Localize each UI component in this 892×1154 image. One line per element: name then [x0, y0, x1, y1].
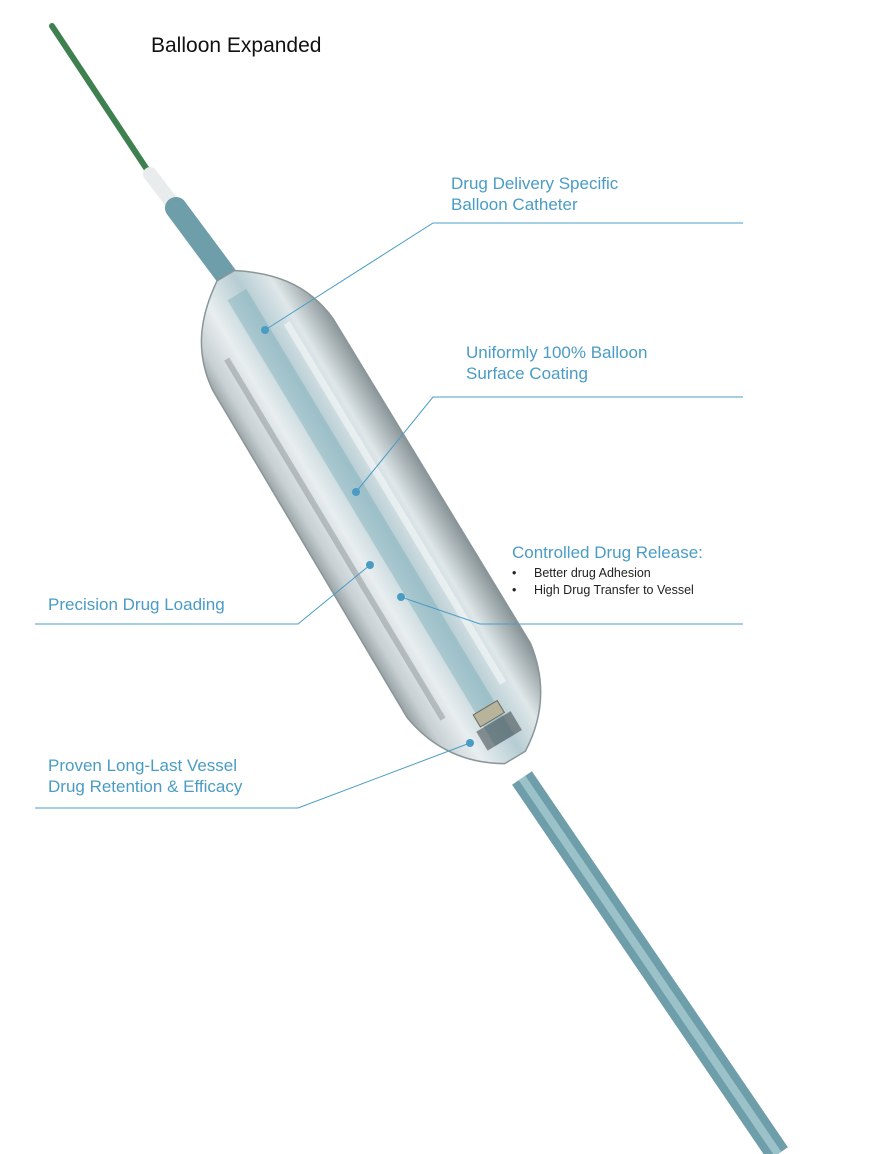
- leader-loading: [35, 564, 371, 625]
- leader-coating: [355, 396, 743, 493]
- proximal-shaft: [165, 197, 239, 289]
- bullet-glyph: •: [512, 566, 517, 580]
- dot-coating: [352, 488, 360, 496]
- bullet-text: High Drug Transfer to Vessel: [534, 583, 694, 597]
- callout-retention: Proven Long-Last Vessel Drug Retention &…: [48, 755, 242, 797]
- balloon-core-stripe: [227, 288, 515, 746]
- callout-catheter-line-2: Balloon Catheter: [451, 195, 578, 214]
- distal-shaft-highlight: [518, 775, 782, 1154]
- callout-catheter: Drug Delivery Specific Balloon Catheter: [451, 173, 618, 215]
- balloon: [200, 269, 542, 765]
- balloon-highlight-stripe: [283, 321, 507, 685]
- callout-release-heading: Controlled Drug Release:: [512, 543, 703, 562]
- leader-retention: [35, 742, 471, 809]
- callout-coating-line-1: Uniformly 100% Balloon: [466, 343, 648, 362]
- bullet-item: • Better drug Adhesion: [512, 565, 703, 582]
- callout-release: Controlled Drug Release: • Better drug Ad…: [512, 542, 703, 599]
- dot-loading: [366, 561, 374, 569]
- dot-release: [397, 593, 405, 601]
- balloon-body: [200, 269, 542, 765]
- callout-coating: Uniformly 100% Balloon Surface Coating: [466, 342, 647, 384]
- dot-catheter: [261, 326, 269, 334]
- bullet-glyph: •: [512, 583, 517, 597]
- callout-loading-line-1: Precision Drug Loading: [48, 595, 225, 614]
- callout-coating-line-2: Surface Coating: [466, 364, 588, 383]
- figure-title: Balloon Expanded: [151, 34, 322, 57]
- leader-release: [400, 596, 743, 625]
- callout-release-bullets: • Better drug Adhesion • High Drug Transfe…: [512, 565, 703, 599]
- marker-band: [472, 699, 506, 728]
- leader-dots: [261, 326, 474, 747]
- leader-catheter: [264, 222, 743, 331]
- leader-lines: [35, 222, 743, 809]
- guidewire: [49, 23, 153, 177]
- bullet-item: • High Drug Transfer to Vessel: [512, 582, 703, 599]
- bullet-text: Better drug Adhesion: [534, 566, 651, 580]
- callout-catheter-line-1: Drug Delivery Specific: [451, 174, 619, 193]
- dot-retention: [466, 739, 474, 747]
- callout-retention-line-2: Drug Retention & Efficacy: [48, 777, 243, 796]
- callout-loading: Precision Drug Loading: [48, 594, 225, 615]
- callout-retention-line-1: Proven Long-Last Vessel: [48, 756, 238, 775]
- balloon-shadow-stripe: [224, 357, 446, 721]
- distal-marker-dark: [476, 711, 522, 751]
